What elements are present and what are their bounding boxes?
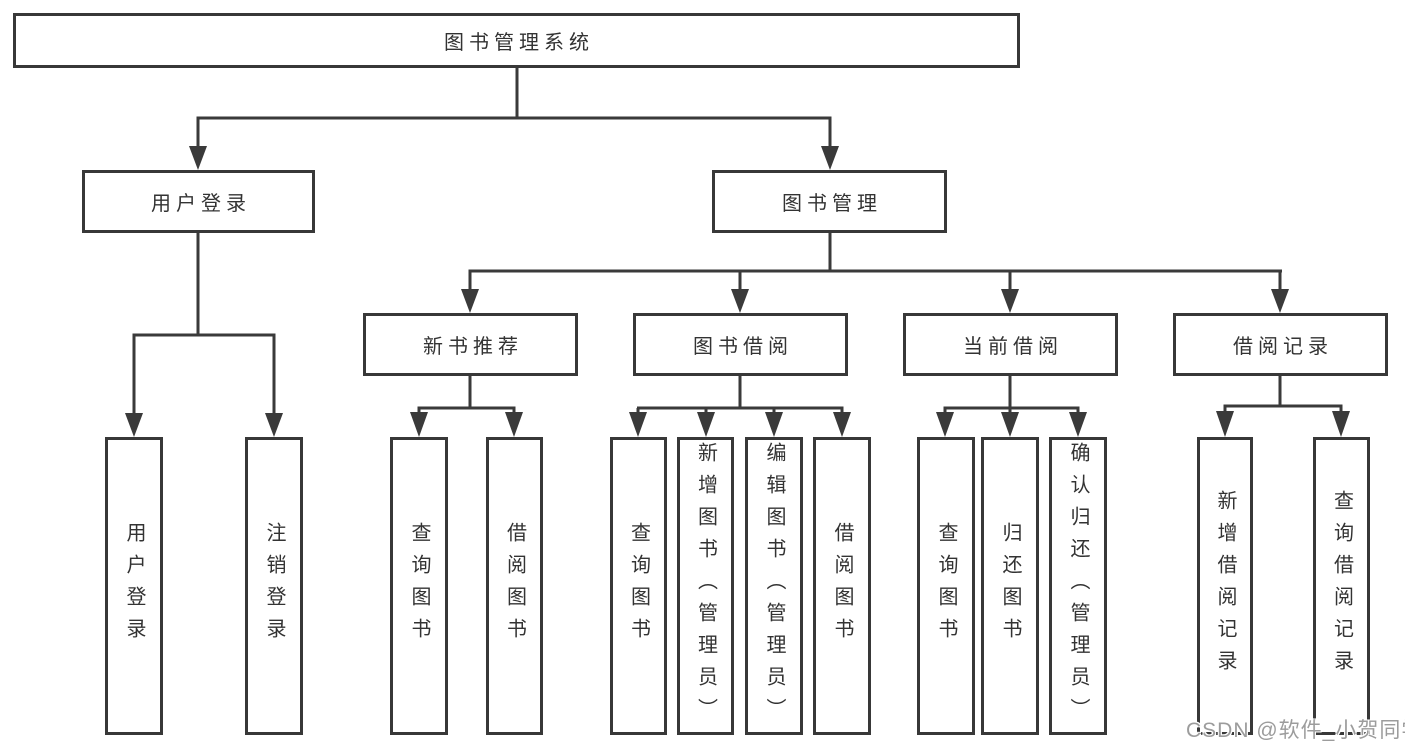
leaf-borrow-borrow-book-label: 借阅图书 [831,522,853,650]
leaf-logout-login: 注销登录 [245,437,303,735]
leaf-current-confirm-return-admin: 确认归还（管理员） [1049,437,1107,735]
node-root: 图书管理系统 [13,13,1020,68]
node-new-book-recommendation: 新书推荐 [363,313,578,376]
node-borrowing-records: 借阅记录 [1173,313,1388,376]
leaf-current-query-book-label: 查询图书 [935,522,957,650]
leaf-current-query-book: 查询图书 [917,437,975,735]
node-new-book-recommendation-label: 新书推荐 [423,336,523,358]
leaf-recommend-borrow-book-label: 借阅图书 [503,522,526,650]
node-book-management-label: 图书管理 [782,193,882,215]
leaf-current-return-book-label: 归还图书 [999,522,1021,650]
leaf-record-query-borrow-record-label: 查询借阅记录 [1330,490,1353,682]
leaf-borrow-query-book-label: 查询图书 [627,522,650,650]
leaf-borrow-borrow-book: 借阅图书 [813,437,871,735]
leaf-recommend-query-book: 查询图书 [390,437,448,735]
leaf-borrow-add-book-admin-label: 新增图书（管理员） [694,442,717,730]
leaf-record-query-borrow-record: 查询借阅记录 [1313,437,1370,735]
leaf-record-add-borrow-record-label: 新增借阅记录 [1214,490,1236,682]
node-current-borrowing-label: 当前借阅 [963,336,1063,358]
leaf-borrow-edit-book-admin: 编辑图书（管理员） [745,437,803,735]
node-user-login-label: 用户登录 [151,193,251,215]
node-book-borrowing-label: 图书借阅 [693,336,793,358]
leaf-borrow-query-book: 查询图书 [610,437,667,735]
leaf-borrow-add-book-admin: 新增图书（管理员） [677,437,734,735]
leaf-logout-login-label: 注销登录 [263,522,285,650]
node-root-label: 图书管理系统 [444,32,594,54]
leaf-current-confirm-return-admin-label: 确认归还（管理员） [1067,442,1089,730]
leaf-record-add-borrow-record: 新增借阅记录 [1197,437,1253,735]
node-user-login: 用户登录 [82,170,315,233]
node-borrowing-records-label: 借阅记录 [1233,336,1333,358]
leaf-current-return-book: 归还图书 [981,437,1039,735]
leaf-recommend-query-book-label: 查询图书 [408,522,430,650]
node-current-borrowing: 当前借阅 [903,313,1118,376]
node-book-management: 图书管理 [712,170,947,233]
node-book-borrowing: 图书借阅 [633,313,848,376]
csdn-watermark: CSDN @软件_小贺同学 [1186,719,1405,742]
leaf-user-login-label: 用户登录 [123,522,145,650]
leaf-user-login: 用户登录 [105,437,163,735]
leaf-recommend-borrow-book: 借阅图书 [486,437,543,735]
leaf-borrow-edit-book-admin-label: 编辑图书（管理员） [763,442,785,730]
